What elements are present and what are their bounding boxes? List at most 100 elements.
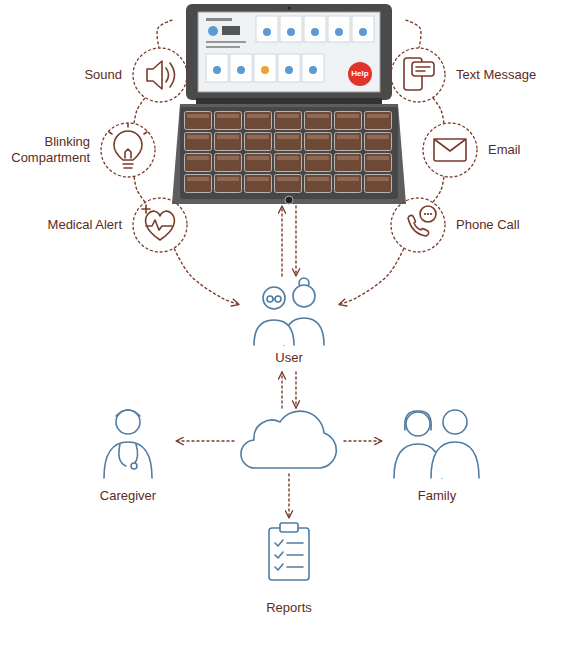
channel-circle	[101, 123, 155, 177]
node-label: Email	[488, 142, 568, 158]
weather-icon	[335, 28, 343, 36]
weather-icon	[213, 66, 221, 74]
channel-circle	[133, 48, 187, 102]
node-label: User	[229, 350, 349, 366]
screen-text-bar	[206, 18, 232, 21]
call-dots	[425, 213, 431, 215]
weather-icon	[359, 28, 367, 36]
forecast-tile	[278, 54, 300, 82]
weather-icon	[309, 66, 317, 74]
forecast-tile	[328, 16, 350, 42]
node-label: Sound	[42, 67, 122, 83]
plus-sign	[142, 205, 150, 213]
alert-channel: Sound	[132, 47, 188, 103]
person-hair	[405, 411, 431, 430]
envelope-flap	[434, 139, 466, 151]
flow-connector	[174, 249, 239, 305]
flow-connector	[295, 206, 296, 276]
forecast-tile	[304, 16, 326, 42]
flow-connector	[281, 372, 282, 408]
forecast-tile	[302, 54, 324, 82]
node-label: Caregiver	[70, 488, 186, 504]
screen-text-bar	[206, 41, 246, 43]
stethoscope-head	[131, 463, 137, 469]
channel-circle	[423, 123, 477, 177]
device-lock	[285, 196, 293, 204]
circle-outline	[390, 47, 446, 103]
device-lid	[186, 4, 392, 100]
clipboard-icon	[269, 528, 309, 580]
forecast-row	[256, 16, 374, 42]
weather-icon	[311, 28, 319, 36]
flow-connector	[134, 177, 144, 201]
clipboard-clip	[280, 523, 298, 532]
node-label: Phone Call	[456, 217, 546, 233]
person-body	[104, 442, 152, 478]
circle-outline	[132, 47, 188, 103]
screen-text-bar	[206, 46, 240, 48]
forecast-row	[206, 54, 324, 82]
flow-connector	[406, 20, 421, 47]
alert-channel: Blinking Compartment	[100, 122, 156, 178]
bulb-ray	[109, 124, 147, 134]
forecast-tile	[206, 54, 228, 82]
person-head	[263, 287, 285, 309]
people-icons	[104, 278, 479, 580]
device-screen	[198, 12, 380, 92]
channel-circle	[133, 198, 187, 252]
bulb-icon	[114, 131, 142, 160]
channel-icons	[109, 58, 466, 240]
cloud-shape	[241, 411, 336, 468]
weather-icon	[285, 66, 293, 74]
forecast-tile	[352, 16, 374, 42]
channel-circle	[391, 198, 445, 252]
forecast-tile	[254, 54, 276, 82]
pill-dispenser: Help	[172, 4, 406, 206]
alert-channel: Phone Call	[390, 197, 446, 253]
cloud-service	[234, 408, 344, 474]
flow-connector	[344, 440, 382, 441]
weather-icon	[261, 66, 269, 74]
forecast-tile	[280, 16, 302, 42]
speaker-icon	[147, 61, 162, 89]
person-head	[116, 410, 140, 434]
flow-connector	[339, 249, 404, 305]
call-bubble	[420, 206, 436, 222]
cloud-outline	[234, 408, 344, 474]
person-head	[293, 285, 315, 307]
bulb-base	[123, 149, 133, 168]
device-tray	[180, 107, 398, 199]
reports-group: Reports	[249, 518, 329, 622]
message-bubble	[412, 62, 434, 76]
screen-text-bar	[222, 26, 240, 35]
person-body	[254, 320, 294, 345]
glasses	[267, 296, 281, 302]
circle-outline	[100, 122, 156, 178]
sound-wave	[166, 63, 175, 87]
envelope-icon	[434, 139, 466, 161]
forecast-tile	[256, 16, 278, 42]
pulse-line	[146, 220, 172, 230]
circle-outline	[422, 122, 478, 178]
caregiver-group: Caregiver	[80, 400, 176, 510]
weather-icon	[263, 28, 271, 36]
flow-connector	[134, 98, 144, 122]
person-head	[406, 412, 430, 436]
family-group: Family	[382, 400, 492, 510]
person-body	[431, 442, 479, 478]
flow-connector	[433, 98, 443, 122]
pill-dispenser-drawing	[172, 4, 406, 204]
flow-connector	[288, 474, 289, 518]
device-base	[172, 104, 406, 204]
node-label: Family	[372, 488, 502, 504]
device-camera	[288, 7, 291, 10]
weather-icon	[237, 66, 245, 74]
channel-circle	[391, 48, 445, 102]
node-label: Medical Alert	[27, 217, 122, 233]
checklist	[275, 540, 303, 570]
weather-icon	[287, 28, 295, 36]
weather-icon	[208, 26, 218, 36]
